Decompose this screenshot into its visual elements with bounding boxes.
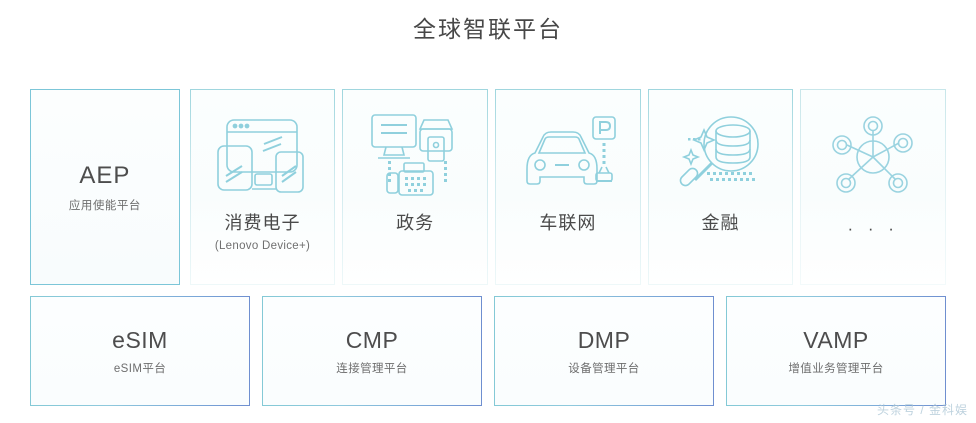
network-hub-icon	[827, 105, 919, 209]
card-vamp[interactable]: VAMP 增值业务管理平台	[726, 296, 946, 406]
card-subtitle: 增值业务管理平台	[788, 362, 884, 375]
card-title: · · ·	[847, 219, 899, 238]
card-title: 政务	[396, 213, 435, 233]
devices-icon	[214, 105, 310, 209]
card-title: VAMP	[803, 326, 869, 353]
top-card-row: AEP 应用使能平台	[30, 89, 947, 285]
office-equipment-icon	[366, 105, 464, 209]
card-title: 车联网	[539, 213, 597, 233]
card-subtitle: eSIM平台	[113, 362, 167, 375]
watermark: 头条号 / 金科娱	[876, 403, 968, 417]
card-subtitle: (Lenovo Device+)	[214, 239, 311, 252]
car-parking-icon	[519, 105, 617, 209]
card-subtitle: 应用使能平台	[68, 199, 141, 212]
magnifier-database-icon	[671, 105, 771, 209]
card-aep[interactable]: AEP 应用使能平台	[30, 89, 180, 285]
card-finance[interactable]: 金融	[647, 89, 794, 285]
card-title: CMP	[345, 326, 399, 353]
card-title: eSIM	[112, 326, 168, 353]
card-subtitle: 设备管理平台	[568, 362, 640, 375]
card-dmp[interactable]: DMP 设备管理平台	[494, 296, 714, 406]
card-consumer-electronics[interactable]: 消费电子 (Lenovo Device+)	[189, 89, 336, 285]
card-title: 消费电子	[224, 213, 301, 233]
bottom-card-row: eSIM eSIM平台 CMP 连接管理平台 DMP 设备管理平台 VAMP 增…	[30, 296, 946, 406]
card-connected-vehicle[interactable]: 车联网	[495, 89, 641, 285]
card-government[interactable]: 政务	[342, 89, 488, 285]
page-title: 全球智联平台	[413, 16, 563, 42]
card-title: 金融	[701, 213, 740, 233]
card-more[interactable]: · · ·	[800, 89, 947, 285]
card-cmp[interactable]: CMP 连接管理平台	[262, 296, 482, 406]
card-esim[interactable]: eSIM eSIM平台	[30, 296, 250, 406]
card-title: AEP	[79, 161, 131, 189]
card-subtitle: 连接管理平台	[336, 362, 408, 375]
card-title: DMP	[577, 326, 631, 353]
